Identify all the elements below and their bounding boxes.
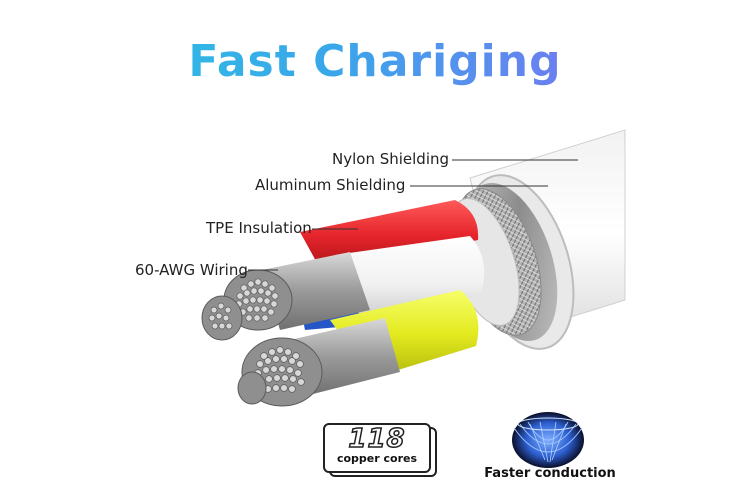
label-aluminum-shielding: Aluminum Shielding bbox=[255, 176, 406, 194]
label-awg-wiring: 60-AWG Wiring bbox=[135, 261, 248, 279]
page-title: Fast Chariging bbox=[0, 36, 750, 87]
faster-conduction-icon bbox=[512, 412, 584, 468]
copper-core-label: copper cores bbox=[336, 452, 418, 465]
copper-core-count: 118 bbox=[348, 424, 406, 454]
faster-conduction-caption: Faster conduction bbox=[484, 466, 616, 481]
badge-card: 118 copper cores bbox=[323, 423, 431, 473]
copper-cores-badge: 118 copper cores bbox=[323, 423, 437, 477]
label-tpe-insulation: TPE Insulation bbox=[206, 219, 312, 237]
strand-bundle-bottom bbox=[237, 318, 400, 407]
label-nylon-shielding: Nylon Shielding bbox=[332, 150, 450, 168]
strand-bundle-top bbox=[201, 252, 370, 341]
